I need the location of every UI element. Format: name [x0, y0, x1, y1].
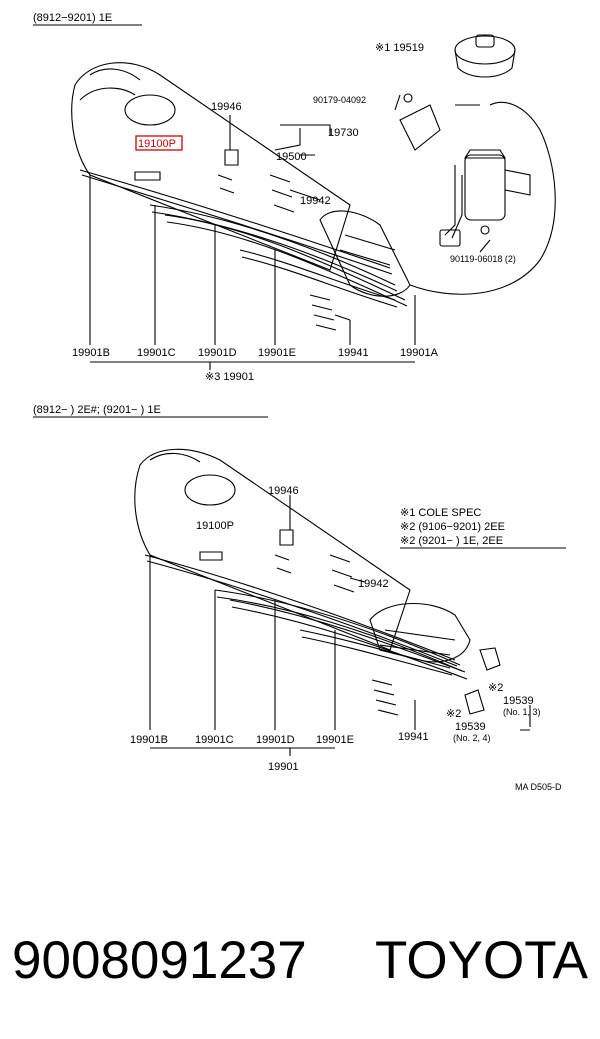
sensor-label-bottom: 19100P	[196, 520, 234, 532]
plug-wire-e-bottom	[299, 629, 451, 669]
part-label-top-3: 19901D	[198, 347, 237, 359]
part-label-top-6: 19901A	[400, 347, 439, 359]
note-3: ※2 (9201− ) 1E, 2EE	[400, 535, 503, 547]
leaders-bottom	[289, 495, 531, 731]
plug-wire-d-bottom	[229, 599, 466, 673]
cap-a-sub: (No. 1, 3)	[503, 707, 541, 717]
cap-label-top: ※1 19519	[375, 42, 424, 54]
spark-plug-bottom	[199, 551, 223, 561]
wire-clamp-19946-top	[217, 149, 239, 194]
plug-label-top: 19946	[211, 101, 242, 113]
cap-a-mark: ※2	[488, 682, 503, 694]
screw-top	[480, 225, 490, 235]
clamp-label-bottom: 19942	[358, 578, 389, 590]
part-label-bottom-3: 19901D	[256, 734, 295, 746]
part-label-top-1: 19901B	[72, 347, 110, 359]
wire-clamp-19941-bottom	[371, 679, 399, 716]
wire-clamp-19942-bottom	[329, 554, 355, 593]
distributor-cap-top	[454, 34, 516, 78]
screw-label-top: 90119-06018 (2)	[450, 254, 516, 264]
cap-b-sub: (No. 2, 4)	[453, 733, 491, 743]
brand-name: TOYOTA	[374, 930, 588, 990]
plug-wire-c-bottom	[214, 589, 461, 666]
top-header: (8912−9201) 1E	[33, 12, 112, 24]
distributor-bottom	[369, 602, 471, 663]
set-label-top: ※3 19901	[205, 371, 254, 383]
part-label-top-2: 19901C	[137, 347, 176, 359]
plug-label-bottom: 19946	[268, 485, 299, 497]
bottom-diagram	[134, 448, 531, 756]
coil-lead-top	[409, 101, 556, 295]
bracket-label-top: 19730	[328, 127, 359, 139]
part-label-top-5: 19941	[338, 347, 369, 359]
engine-outline-top	[71, 62, 351, 271]
diagram-code: MA D505-D	[515, 782, 562, 792]
footer: 9008091237 TOYOTA	[12, 925, 588, 995]
top-labels: (8912−9201) 1E ※1 19519 90179-04092 1973…	[33, 12, 516, 383]
bolt-top	[403, 93, 413, 103]
clamp-label-top: 19942	[300, 195, 331, 207]
spark-plug-top	[134, 171, 161, 181]
distributor-top	[319, 210, 411, 297]
wire-clamp-19946-bottom	[274, 529, 294, 574]
plug-wire-b-top	[79, 169, 391, 269]
ignition-coil-top	[439, 149, 531, 247]
coil-label-top: 19500	[276, 151, 307, 163]
part-label-bottom-1: 19901B	[130, 734, 168, 746]
engine-outline-bottom	[134, 448, 411, 651]
leaders-top	[229, 94, 491, 321]
part-ticks-top	[89, 175, 416, 370]
rotor-cap-a	[479, 647, 501, 671]
ignition-parts-diagram: (8912−9201) 1E ※1 19519 90179-04092 1973…	[33, 12, 566, 792]
wire-clamp-19941-top	[309, 294, 337, 331]
top-diagram	[71, 34, 556, 370]
set-label-bottom: 19901	[268, 761, 299, 773]
plug-wire-c-top	[149, 204, 396, 286]
rotor-cap-b	[464, 689, 485, 715]
oil-cap-bottom	[184, 474, 236, 506]
bottom-labels: (8912− ) 2E#; (9201− ) 1E 19946 19100P 1…	[33, 404, 566, 792]
note-1: ※1 COLE SPEC	[400, 507, 481, 519]
part-label-top-4: 19901E	[258, 347, 296, 359]
part-number: 9008091237	[12, 930, 307, 990]
cap-b-mark: ※2	[446, 708, 461, 720]
oil-cap-top	[124, 94, 176, 126]
cap-b-label: 19539	[455, 721, 486, 733]
wire-clamp-19942-top	[269, 174, 295, 213]
plug-wire-e-top	[239, 249, 396, 301]
bracket-top	[399, 104, 441, 151]
note-2: ※2 (9106−9201) 2EE	[400, 521, 505, 533]
part-ticks-bottom	[149, 555, 416, 756]
part-label-bottom-4: 19901E	[316, 734, 354, 746]
part-label-bottom-2: 19901C	[195, 734, 234, 746]
bolt-label-top: 90179-04092	[313, 95, 366, 105]
bottom-header: (8912− ) 2E#; (9201− ) 1E	[33, 404, 161, 416]
highlight-box	[135, 135, 183, 151]
plug-wire-b-bottom	[144, 554, 456, 661]
part-label-bottom-5: 19941	[398, 731, 429, 743]
plug-wire-d-top	[164, 214, 406, 301]
cap-a-label: 19539	[503, 695, 534, 707]
highlighted-part-label: 19100P	[138, 138, 176, 150]
